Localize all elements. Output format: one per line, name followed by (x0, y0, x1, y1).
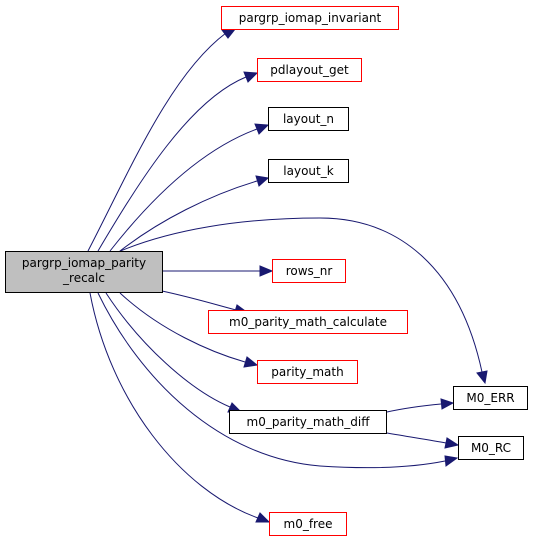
node-parity-math[interactable]: parity_math (257, 360, 358, 384)
node-m0-err[interactable]: M0_ERR (453, 386, 528, 410)
edge-diff-to-m0-rc (386, 432, 447, 444)
node-m0-parity-math-diff[interactable]: m0_parity_math_diff (229, 410, 387, 434)
node-label: m0_parity_math_calculate (229, 315, 387, 329)
node-label: pargrp_iomap_invariant (239, 11, 382, 25)
edge-root-to-layout-k (119, 180, 258, 252)
arrow-layout-n (254, 123, 270, 135)
node-layout-n[interactable]: layout_n (268, 107, 349, 131)
node-pargrp-iomap-invariant[interactable]: pargrp_iomap_invariant (221, 6, 399, 30)
node-box (268, 159, 349, 183)
node-label: m0_parity_math_diff (247, 415, 371, 429)
node-m0-parity-math-calculate[interactable]: m0_parity_math_calculate (208, 310, 408, 334)
edge-root-to-m0-err (117, 217, 483, 373)
arrow-pdlayout-get (243, 71, 259, 83)
arrow-parity-math (243, 356, 259, 368)
arrow-rows-nr (259, 265, 274, 277)
node-label: layout_n (283, 112, 334, 126)
node-box (268, 107, 349, 131)
node-root-box (5, 251, 163, 293)
node-root[interactable]: pargrp_iomap_parity _recalc (5, 251, 163, 293)
arrow-m0-free (255, 512, 271, 523)
node-root-label-line1: pargrp_iomap_parity (22, 256, 146, 270)
node-label: parity_math (271, 365, 343, 379)
node-label: M0_RC (471, 441, 511, 455)
node-m0-rc[interactable]: M0_RC (458, 436, 524, 460)
node-box (208, 310, 408, 334)
node-label: M0_ERR (466, 391, 514, 405)
node-m0-free[interactable]: m0_free (269, 512, 347, 536)
edge-root-to-m0-parity-math-calculate (161, 290, 237, 311)
edge-root-to-m0-parity-math-diff (105, 292, 231, 408)
arrow-layout-k (255, 175, 270, 187)
arrow-m0-rc-from-root (444, 455, 459, 467)
node-box (272, 259, 346, 283)
edge-root-to-m0-rc (97, 292, 446, 469)
node-label: layout_k (283, 164, 333, 178)
edge-root-to-parity-math (119, 292, 246, 363)
edges (87, 27, 488, 523)
edge-root-to-m0-free (89, 292, 259, 519)
node-rows-nr[interactable]: rows_nr (272, 259, 346, 283)
arrow-m0-rc-from-diff (444, 437, 460, 449)
node-label: rows_nr (286, 264, 333, 278)
node-label: pdlayout_get (270, 63, 349, 77)
node-pdlayout-get[interactable]: pdlayout_get (257, 58, 362, 82)
node-box (458, 436, 524, 460)
edge-diff-to-m0-err (386, 403, 442, 413)
arrow-m0-err-from-diff (440, 398, 455, 410)
node-box (453, 386, 528, 410)
arrow-m0-err-from-root (476, 370, 488, 385)
node-layout-k[interactable]: layout_k (268, 159, 349, 183)
node-box (229, 410, 387, 434)
edge-root-to-pdlayout-get (97, 76, 247, 252)
edge-root-to-pargrp-iomap-invariant (87, 32, 227, 252)
node-box (269, 512, 347, 536)
node-root-label-line2: _recalc (62, 271, 105, 285)
edge-root-to-layout-n (109, 128, 258, 252)
node-box (257, 58, 362, 82)
node-box (257, 360, 358, 384)
node-box (221, 6, 399, 30)
node-label: m0_free (284, 517, 333, 531)
